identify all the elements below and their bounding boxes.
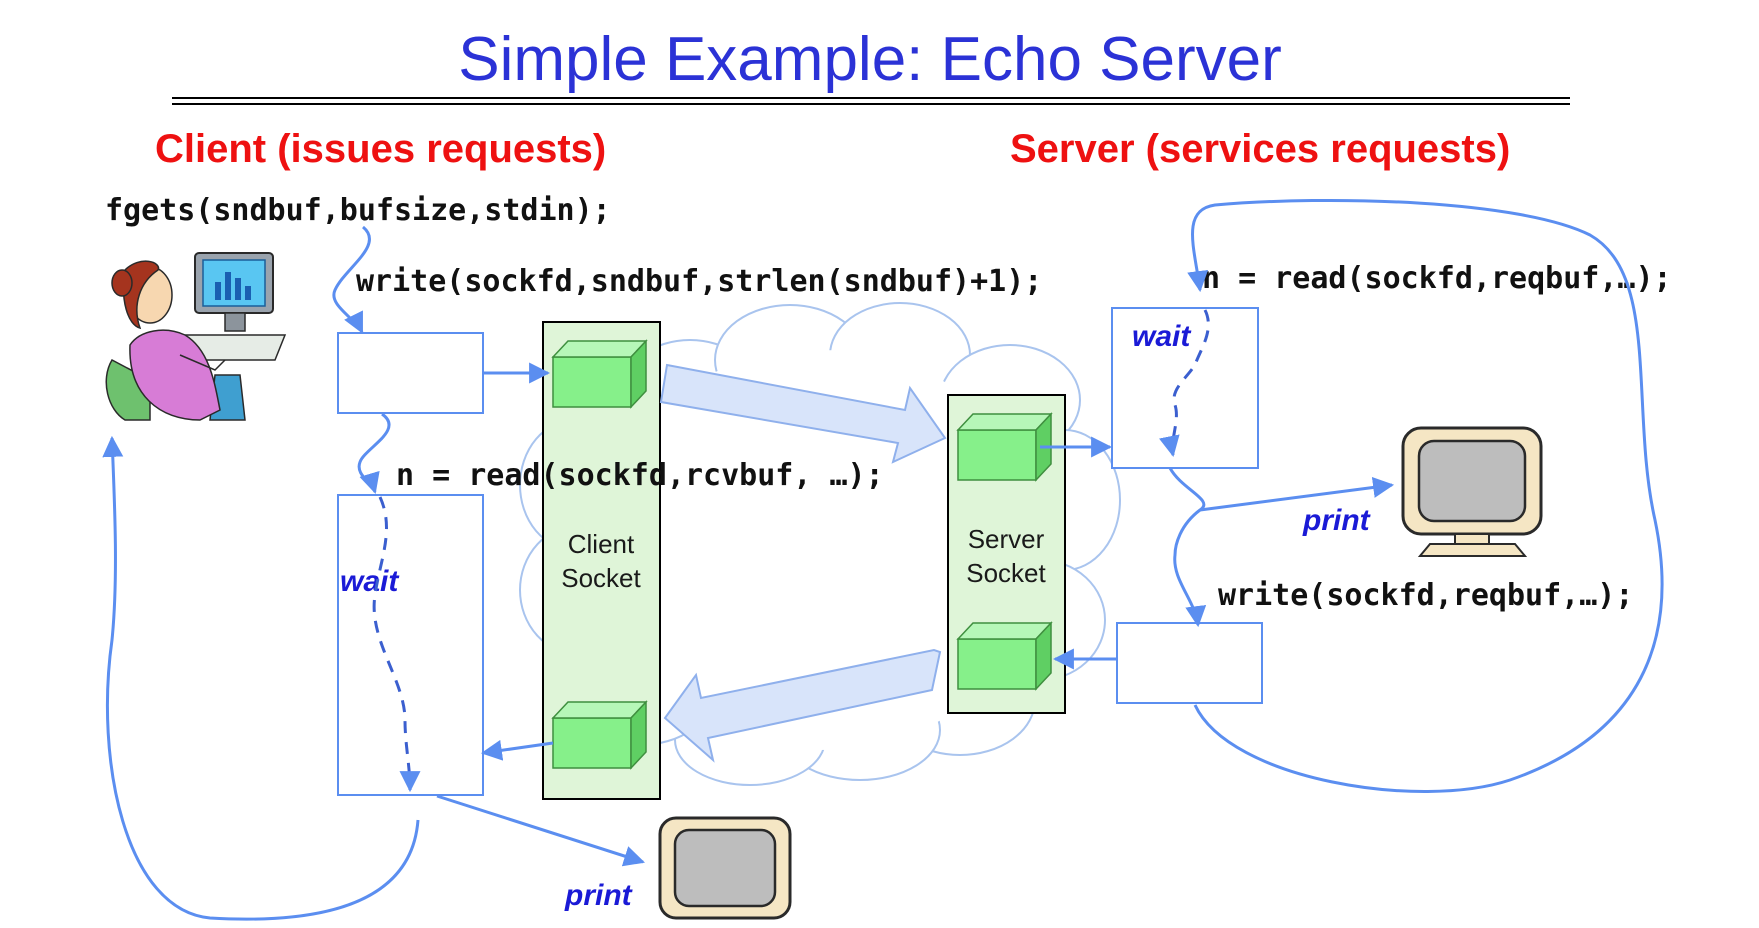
client-send-packet xyxy=(551,339,648,409)
server-send-buffer xyxy=(1116,622,1263,704)
server-crt-monitor-icon xyxy=(1401,426,1543,557)
server-receive-buffer xyxy=(1111,307,1259,469)
client-wait-dashed-line xyxy=(372,496,421,793)
server-heading: Server (services requests) xyxy=(1010,127,1510,171)
client-send-buffer xyxy=(337,332,484,414)
server-wait-label: wait xyxy=(1132,320,1192,353)
client-socket-label-line2: Socket xyxy=(561,563,641,593)
client-flow-lines xyxy=(102,225,645,921)
server-print-label: print xyxy=(1302,504,1372,537)
server-flow-lines xyxy=(1040,198,1664,793)
client-wait-label: wait xyxy=(340,565,400,598)
client-heading: Client (issues requests) xyxy=(155,127,606,171)
client-receive-packet xyxy=(551,700,648,770)
client-write-call: write(sockfd,sndbuf,strlen(sndbuf)+1); xyxy=(356,264,1042,299)
client-crt-monitor-icon xyxy=(658,816,792,920)
server-write-call: write(sockfd,reqbuf,…); xyxy=(1218,578,1633,613)
reply-transfer-arrow xyxy=(663,648,942,763)
client-fgets-call: fgets(sndbuf,bufsize,stdin); xyxy=(105,193,611,228)
client-print-label: print xyxy=(564,879,634,912)
server-receive-packet xyxy=(956,412,1053,482)
person-at-computer-icon xyxy=(105,252,287,421)
page-title: Simple Example: Echo Server xyxy=(458,25,1282,94)
client-read-call: n = read(sockfd,rcvbuf, …); xyxy=(396,458,884,493)
client-socket-label-line1: Client xyxy=(568,529,635,559)
server-socket-label-line1: Server xyxy=(968,524,1045,554)
server-read-call: n = read(sockfd,reqbuf,…); xyxy=(1202,261,1672,296)
client-receive-buffer xyxy=(337,494,484,796)
server-wait-dashed-line xyxy=(1159,309,1210,458)
server-socket-label-line2: Socket xyxy=(966,558,1046,588)
request-transfer-arrow xyxy=(659,363,947,464)
server-send-packet xyxy=(956,621,1053,691)
